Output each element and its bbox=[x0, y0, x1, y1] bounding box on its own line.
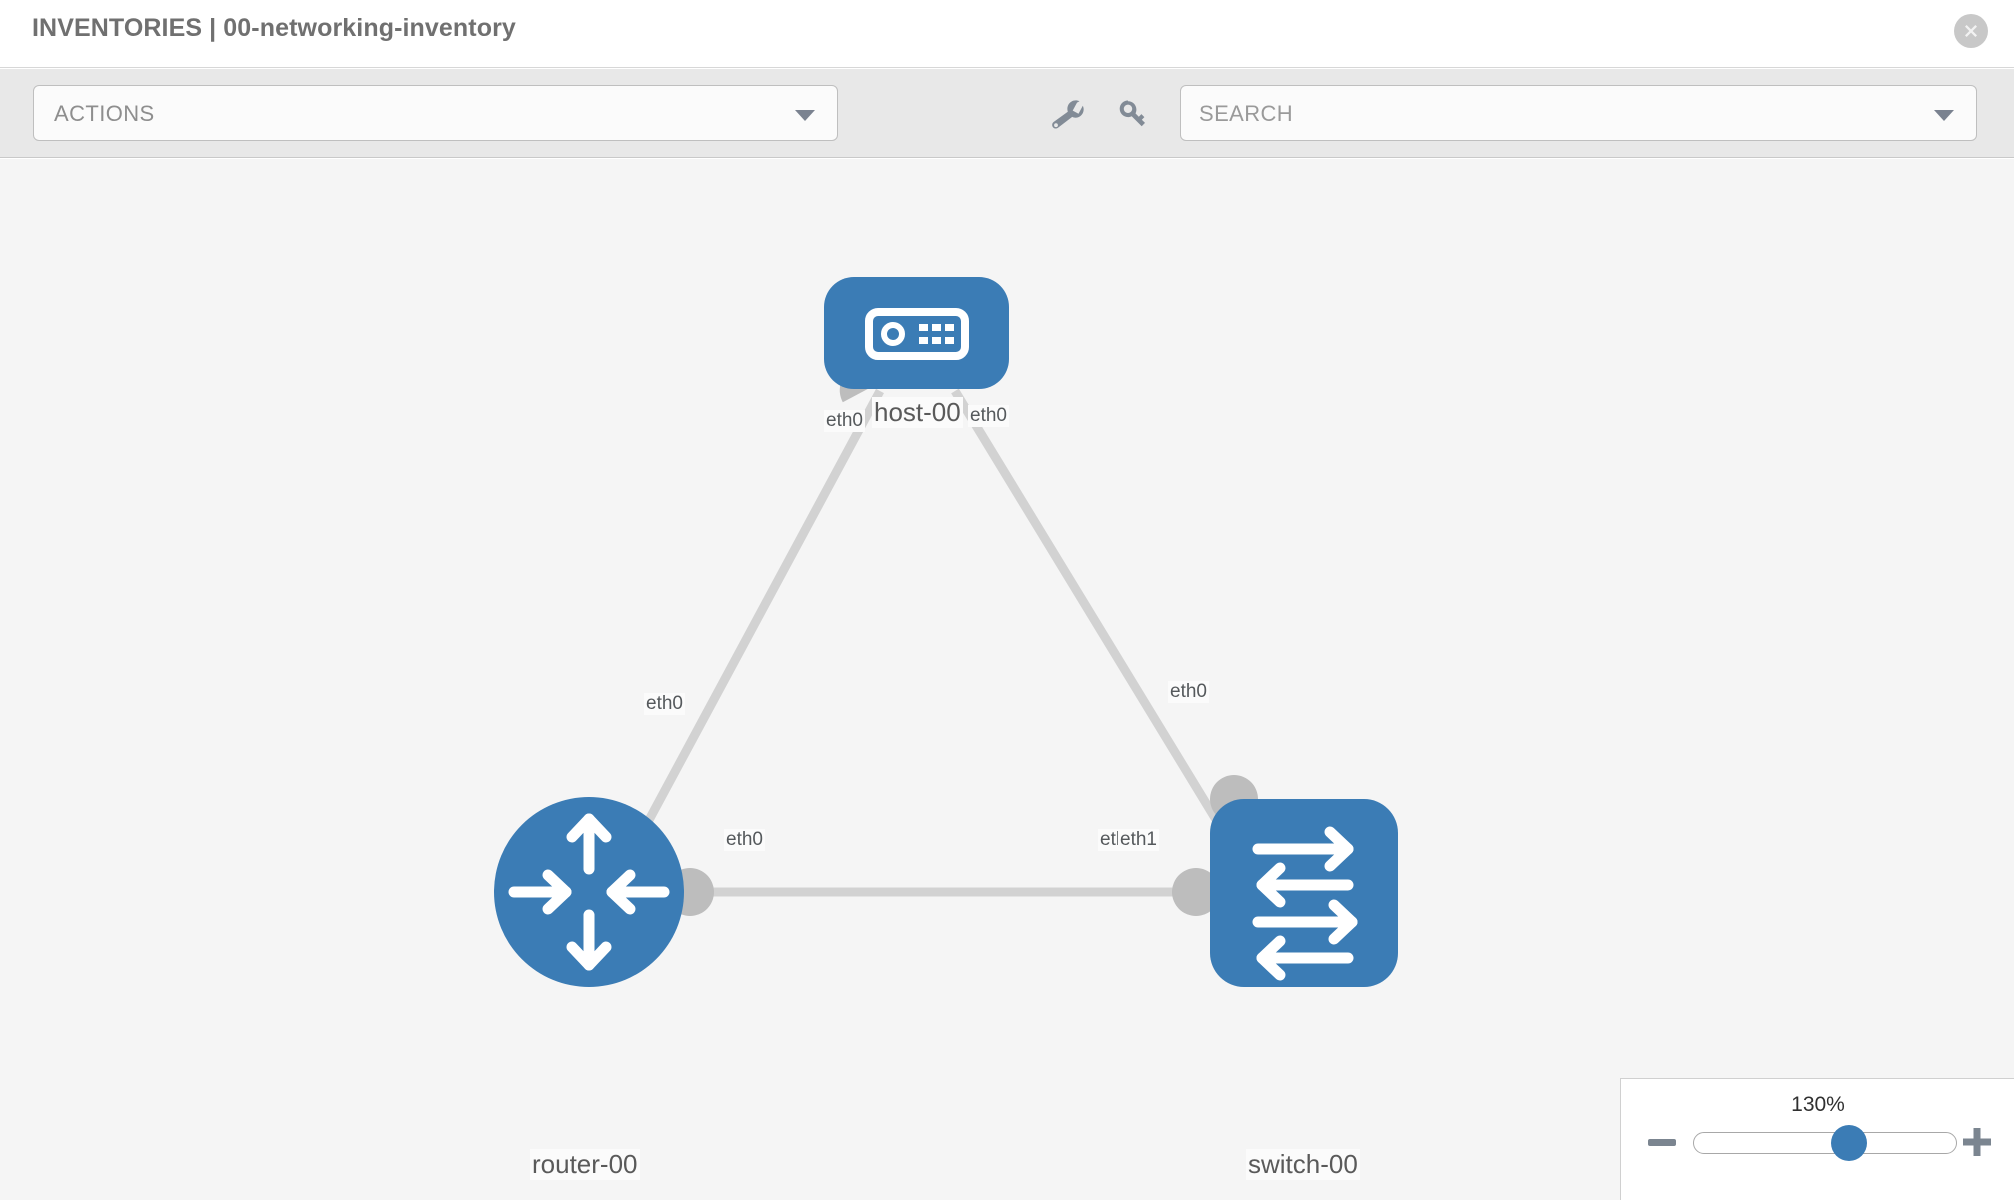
page-header: INVENTORIES | 00-networking-inventory bbox=[0, 0, 2014, 68]
router-arrows-icon bbox=[508, 813, 670, 971]
node-label-router-00[interactable]: router-00 bbox=[530, 1149, 640, 1180]
zoom-slider[interactable] bbox=[1693, 1125, 1957, 1161]
search-placeholder: SEARCH bbox=[1199, 101, 1294, 126]
iface-label-router-right: eth0 bbox=[724, 829, 765, 851]
node-host-00[interactable] bbox=[824, 277, 1009, 389]
zoom-out-button[interactable] bbox=[1645, 1125, 1679, 1159]
zoom-in-button[interactable] bbox=[1960, 1125, 1994, 1159]
node-label-host-00[interactable]: host-00 bbox=[872, 397, 963, 428]
topology-edges: router-00 --> switch-00 --> switch-00 --… bbox=[624, 388, 1244, 897]
key-icon[interactable] bbox=[1112, 97, 1156, 133]
topology-canvas[interactable]: router-00 --> switch-00 --> switch-00 --… bbox=[0, 159, 2014, 1200]
page-title: INVENTORIES | 00-networking-inventory bbox=[32, 14, 516, 42]
zoom-controls: 130% bbox=[1620, 1078, 2014, 1200]
connector-switch-left bbox=[1172, 868, 1220, 916]
plus-icon bbox=[1963, 1128, 1991, 1156]
node-switch-00[interactable] bbox=[1210, 799, 1398, 987]
toolbar: ACTIONS SEARCH bbox=[0, 69, 2014, 158]
edge-host-switch[interactable] bbox=[951, 388, 1244, 862]
wrench-icon[interactable] bbox=[1046, 97, 1090, 133]
zoom-slider-thumb[interactable] bbox=[1831, 1125, 1867, 1161]
iface-label-switch-left-b: eth1 bbox=[1118, 829, 1159, 851]
search-input[interactable]: SEARCH bbox=[1180, 85, 1977, 141]
minus-icon bbox=[1648, 1139, 1676, 1146]
iface-label-switch-upper: eth0 bbox=[1168, 681, 1209, 703]
iface-label-host-right: eth0 bbox=[968, 405, 1009, 427]
chevron-down-icon[interactable] bbox=[1934, 110, 1954, 121]
close-icon[interactable] bbox=[1954, 14, 1988, 48]
node-label-switch-00[interactable]: switch-00 bbox=[1246, 1149, 1360, 1180]
edge-host-router[interactable] bbox=[624, 388, 884, 862]
actions-dropdown-label: ACTIONS bbox=[54, 101, 155, 126]
server-appliance-icon bbox=[865, 308, 969, 360]
zoom-percent-label: 130% bbox=[1791, 1093, 1845, 1116]
chevron-down-icon bbox=[795, 110, 815, 121]
actions-dropdown[interactable]: ACTIONS bbox=[33, 85, 838, 141]
iface-label-host-left: eth0 bbox=[824, 410, 865, 432]
topology-graph: router-00 --> switch-00 --> switch-00 --… bbox=[494, 277, 1398, 987]
switch-arrows-icon bbox=[1252, 826, 1358, 981]
node-router-00[interactable] bbox=[494, 797, 684, 987]
iface-label-router-upper: eth0 bbox=[644, 693, 685, 715]
